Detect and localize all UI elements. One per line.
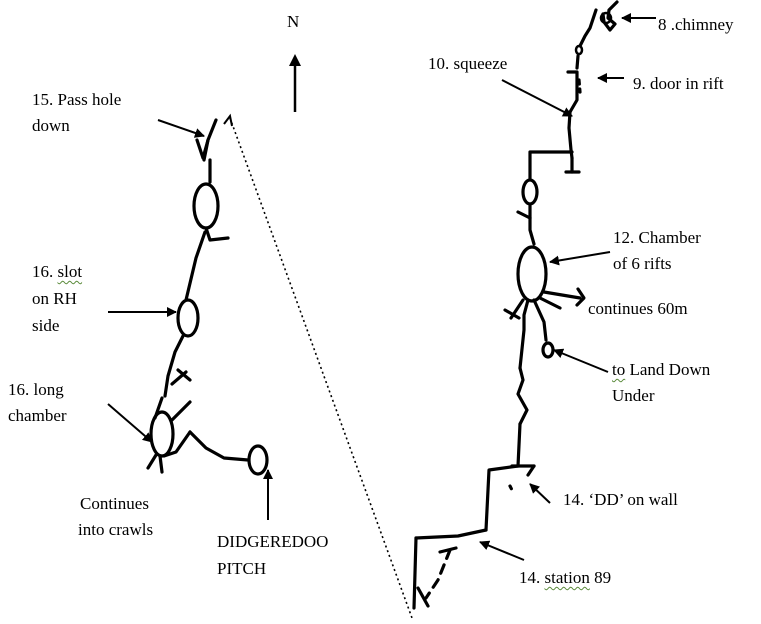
long-chamber-label-line2: chamber bbox=[8, 406, 67, 425]
north-label: N bbox=[287, 12, 300, 31]
land-down-under-label-line1: to Land Down bbox=[612, 358, 710, 382]
right-passage-line bbox=[412, 0, 619, 610]
pass-hole-label-line2: down bbox=[32, 116, 70, 135]
door-in-rift-label: 9. door in rift bbox=[633, 74, 724, 93]
chimney-label: 8 .chimney bbox=[658, 15, 734, 34]
didgeredoo-label-line2: PITCH bbox=[217, 559, 267, 578]
land-down-under-to: to bbox=[612, 360, 626, 379]
dotted-connection-line bbox=[229, 117, 413, 619]
continues-60m-label: continues 60m bbox=[588, 299, 688, 318]
squeeze-pointer-arrow bbox=[501, 79, 573, 117]
dotted-line-arrowhead bbox=[223, 113, 233, 127]
slot-label-line2: on RH bbox=[32, 289, 77, 308]
long-chamber-pointer-arrow bbox=[107, 403, 153, 443]
station-number: 89 bbox=[589, 568, 612, 587]
slot-word: slot bbox=[57, 262, 83, 281]
left-passage-line bbox=[146, 118, 269, 476]
chamber-pointer-arrow bbox=[549, 251, 611, 266]
pass-hole-label-line1: 15. Pass hole bbox=[32, 90, 122, 109]
north-arrow bbox=[289, 54, 301, 112]
didgeredoo-label-line1: DIDGEREDOO bbox=[217, 532, 329, 551]
long-chamber-label-line1: 16. long bbox=[8, 380, 64, 399]
slot-label-line3: side bbox=[32, 316, 60, 335]
slot-prefix: 16. bbox=[32, 262, 58, 281]
dd-on-wall-label: 14. ‘DD’ on wall bbox=[563, 490, 678, 509]
continues-crawls-label-line1: Continues bbox=[80, 494, 149, 513]
squeeze-label: 10. squeeze bbox=[428, 54, 508, 73]
station-word: station bbox=[544, 568, 590, 587]
dd-pointer-arrow bbox=[529, 483, 551, 504]
pass-hole-pointer-arrow bbox=[157, 119, 205, 138]
station-prefix: 14. bbox=[519, 568, 545, 587]
land-down-under-label-line2: Under bbox=[612, 386, 655, 405]
station-pointer-arrow bbox=[479, 540, 525, 561]
chamber-6-rifts-label-line2: of 6 rifts bbox=[613, 254, 672, 273]
station-89-label: 14. station 89 bbox=[519, 566, 611, 590]
land-down-under-rest: Land Down bbox=[625, 360, 711, 379]
continues-crawls-label-line2: into crawls bbox=[78, 520, 154, 539]
chamber-6-rifts-label-line1: 12. Chamber bbox=[613, 228, 701, 247]
slot-label-line1: 16. slot bbox=[32, 260, 82, 284]
land-down-under-pointer-arrow bbox=[553, 348, 609, 373]
